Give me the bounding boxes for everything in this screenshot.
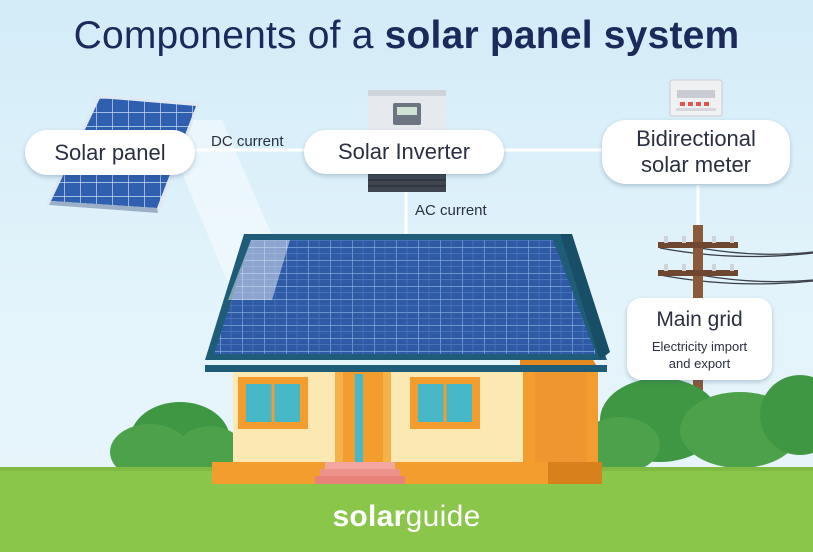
bidirectional-meter-label: Bidirectional solar meter [602, 120, 790, 184]
page-title: Components of a solar panel system [0, 14, 813, 58]
title-bold-text: solar panel system [384, 14, 740, 57]
main-grid-subtitle-1: Electricity import [651, 339, 748, 354]
ac-current-label: AC current [415, 202, 487, 219]
solarguide-logo: solarguide [0, 500, 813, 534]
power-lines [659, 247, 813, 285]
meter-line-2: solar meter [640, 152, 752, 177]
house-icon [205, 234, 610, 484]
meter-line-1: Bidirectional [636, 126, 756, 151]
solar-panel-label: Solar panel [25, 130, 195, 175]
tree-icon [110, 375, 813, 480]
logo-part-2: guide [405, 500, 481, 533]
logo-part-1: solar [332, 500, 406, 533]
main-grid-title: Main grid [656, 308, 743, 331]
meter-icon [669, 79, 723, 117]
main-grid-subtitle-2: and export [668, 356, 731, 371]
title-light-text: Components of a [73, 14, 385, 57]
dc-current-label: DC current [211, 133, 284, 150]
main-grid-label: Main grid Electricity import and export [627, 298, 772, 380]
solar-inverter-label: Solar Inverter [304, 130, 504, 174]
